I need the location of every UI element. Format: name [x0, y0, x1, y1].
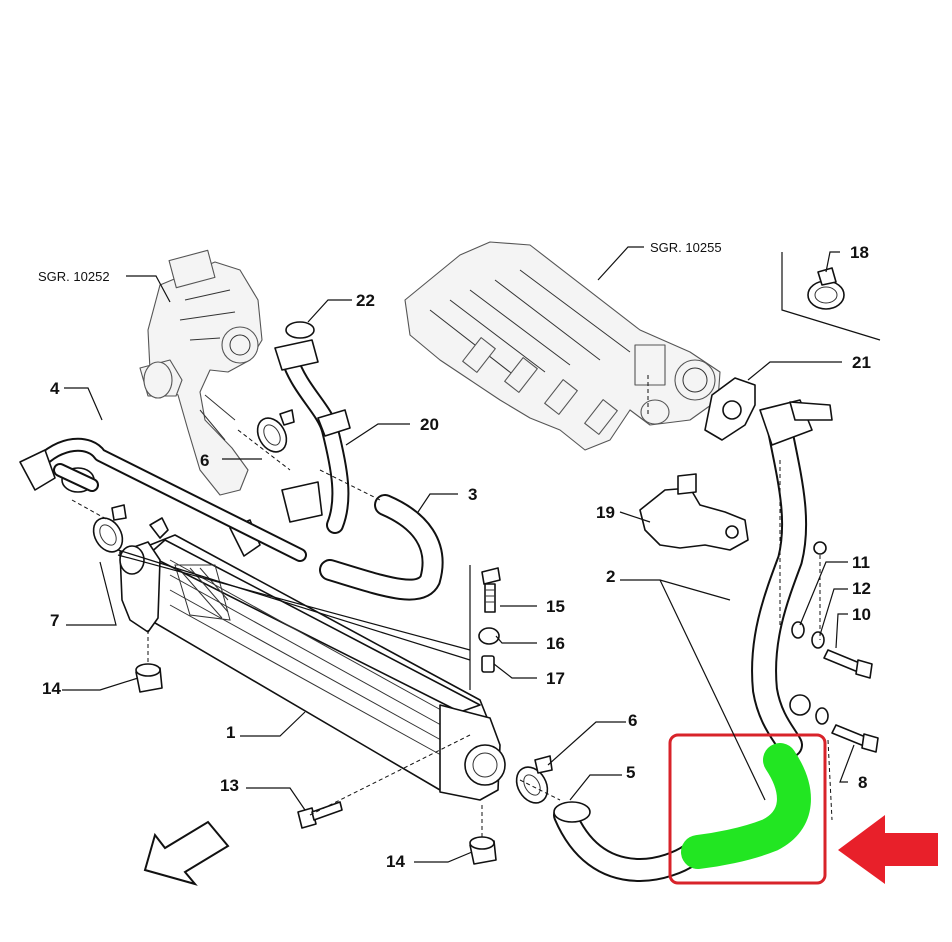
callout-12: 12 [852, 579, 871, 598]
hose-2 [751, 399, 833, 758]
callout-20: 20 [420, 415, 439, 434]
callout-10: 10 [852, 605, 871, 624]
intake-manifold [404, 241, 721, 451]
callout-18: 18 [850, 243, 869, 262]
grommet-16 [478, 627, 500, 645]
callout-2: 2 [606, 567, 615, 586]
hose-3 [319, 494, 444, 601]
spacer-17 [481, 655, 495, 673]
intercooler [119, 517, 506, 801]
bracket-19 [639, 473, 749, 551]
hose-20 [274, 339, 351, 534]
hose-4 [19, 437, 307, 562]
callout-21: 21 [852, 353, 871, 372]
assembly-lines [71, 252, 881, 840]
grommet-14-lower [469, 836, 497, 865]
clamp-6-lower [515, 755, 553, 804]
turbocharger [139, 249, 263, 496]
bolt-15 [481, 567, 501, 613]
bolt-13 [297, 801, 343, 829]
clamp-18 [807, 267, 845, 310]
bolt-10 [823, 649, 873, 679]
turbo-reference: SGR. 10252 [38, 269, 110, 284]
callout-14-left: 14 [42, 679, 61, 698]
callout-19: 19 [596, 503, 615, 522]
leader-lines [62, 246, 855, 863]
bolt-8 [831, 724, 879, 753]
highlight-box [668, 733, 827, 885]
callout-15: 15 [546, 597, 565, 616]
gasket-21 [704, 377, 756, 441]
manifold-reference: SGR. 10255 [650, 240, 722, 255]
callout-3: 3 [468, 485, 477, 504]
callout-8: 8 [858, 773, 867, 792]
callout-4: 4 [50, 379, 60, 398]
grommet-14-left [135, 663, 163, 693]
clamp-6-upper [256, 409, 295, 453]
clamp-7 [92, 504, 127, 553]
callout-13: 13 [220, 776, 239, 795]
hose-5 [553, 801, 702, 882]
callout-16: 16 [546, 634, 565, 653]
callout-5: 5 [626, 763, 635, 782]
callout-6-upper: 6 [200, 451, 209, 470]
callout-17: 17 [546, 669, 565, 688]
callout-1: 1 [226, 723, 235, 742]
callout-6-lower: 6 [628, 711, 637, 730]
callout-7: 7 [50, 611, 59, 630]
o-ring-22 [285, 321, 315, 339]
direction-arrow [143, 820, 230, 886]
callout-22: 22 [356, 291, 375, 310]
callout-14-lower: 14 [386, 852, 405, 871]
callout-11: 11 [852, 553, 870, 572]
highlight-arrow [838, 815, 938, 884]
highlighted-hose [681, 743, 811, 869]
washers-11-12 [791, 621, 829, 725]
